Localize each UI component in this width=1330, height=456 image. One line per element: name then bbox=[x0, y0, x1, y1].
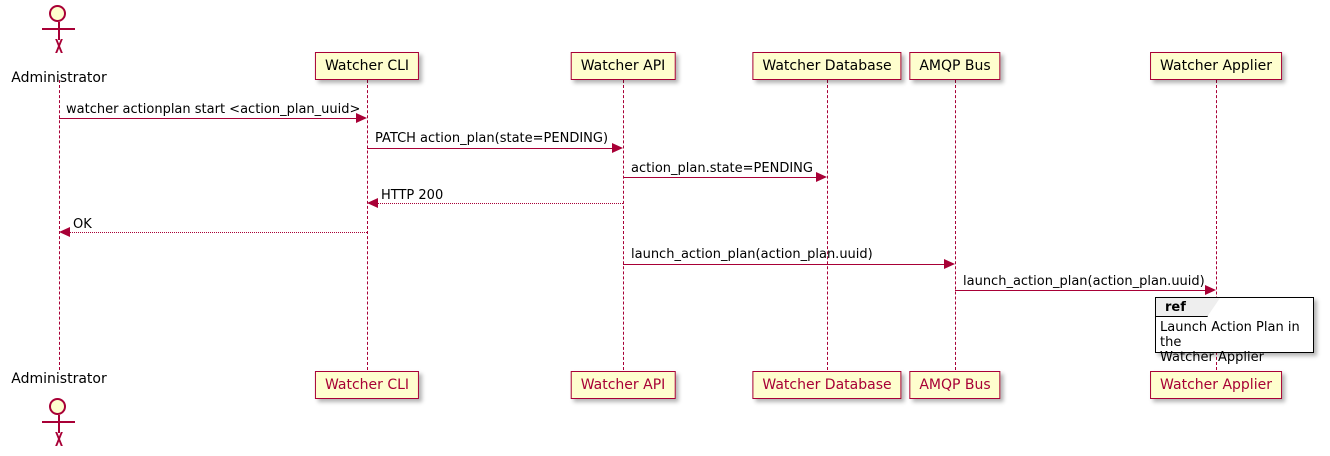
participant-box-watcher-api-top[interactable]: Watcher API bbox=[570, 52, 676, 80]
lifeline-amqp-bus bbox=[955, 80, 956, 370]
lifeline-watcher-database bbox=[827, 80, 828, 370]
message-line-6 bbox=[623, 264, 944, 265]
actor-icon-administrator-top bbox=[36, 5, 82, 53]
participant-box-watcher-applier-bottom[interactable]: Watcher Applier bbox=[1150, 371, 1282, 399]
participant-box-watcher-cli-bottom[interactable]: Watcher CLI bbox=[314, 371, 420, 399]
message-line-1 bbox=[59, 118, 356, 119]
actor-body-icon bbox=[58, 22, 60, 40]
participant-box-watcher-database-bottom[interactable]: Watcher Database bbox=[752, 371, 902, 399]
actor-arms-icon bbox=[42, 28, 75, 30]
message-arrowhead-1 bbox=[356, 113, 367, 123]
message-label-1: watcher actionplan start <action_plan_uu… bbox=[66, 102, 361, 117]
ref-fragment-corner-icon bbox=[1207, 298, 1220, 317]
message-label-2: PATCH action_plan(state=PENDING) bbox=[375, 131, 609, 146]
actor-label-administrator-top: Administrator bbox=[11, 70, 107, 86]
participant-box-watcher-applier-top[interactable]: Watcher Applier bbox=[1150, 52, 1282, 80]
message-arrowhead-7 bbox=[1205, 285, 1216, 295]
actor-label-administrator-bottom: Administrator bbox=[11, 371, 107, 387]
message-arrowhead-4 bbox=[367, 198, 378, 208]
actor-arms-icon bbox=[42, 421, 75, 423]
message-label-5: OK bbox=[73, 217, 92, 232]
message-label-6: launch_action_plan(action_plan.uuid) bbox=[631, 247, 873, 262]
message-label-3: action_plan.state=PENDING bbox=[631, 161, 813, 176]
ref-fragment: ref Launch Action Plan in the Watcher Ap… bbox=[1155, 297, 1314, 365]
ref-fragment-tab-label: ref bbox=[1165, 299, 1186, 315]
participant-box-amqp-bus-top[interactable]: AMQP Bus bbox=[909, 52, 1001, 80]
ref-fragment-tab: ref bbox=[1156, 298, 1208, 317]
lifeline-watcher-cli bbox=[367, 80, 368, 370]
message-line-5 bbox=[70, 232, 367, 233]
message-line-2 bbox=[367, 148, 612, 149]
message-line-4 bbox=[378, 203, 623, 204]
lifeline-watcher-applier bbox=[1216, 80, 1217, 370]
participant-box-watcher-database-top[interactable]: Watcher Database bbox=[752, 52, 902, 80]
message-arrowhead-6 bbox=[944, 259, 955, 269]
lifeline-watcher-api bbox=[623, 80, 624, 370]
message-label-7: launch_action_plan(action_plan.uuid) bbox=[963, 274, 1205, 289]
actor-icon-administrator-bottom bbox=[36, 398, 82, 446]
message-arrowhead-3 bbox=[816, 172, 827, 182]
message-line-3 bbox=[623, 177, 816, 178]
participant-box-amqp-bus-bottom[interactable]: AMQP Bus bbox=[909, 371, 1001, 399]
message-arrowhead-5 bbox=[59, 227, 70, 237]
participant-box-watcher-api-bottom[interactable]: Watcher API bbox=[570, 371, 676, 399]
actor-body-icon bbox=[58, 415, 60, 433]
participant-box-watcher-cli-top[interactable]: Watcher CLI bbox=[314, 52, 420, 80]
ref-fragment-body-text: Launch Action Plan in the Watcher Applie… bbox=[1160, 320, 1300, 365]
message-arrowhead-2 bbox=[612, 143, 623, 153]
lifeline-administrator bbox=[59, 80, 60, 370]
message-label-4: HTTP 200 bbox=[381, 188, 444, 203]
actor-head-icon bbox=[49, 398, 66, 415]
message-line-7 bbox=[955, 290, 1205, 291]
actor-head-icon bbox=[49, 5, 66, 22]
